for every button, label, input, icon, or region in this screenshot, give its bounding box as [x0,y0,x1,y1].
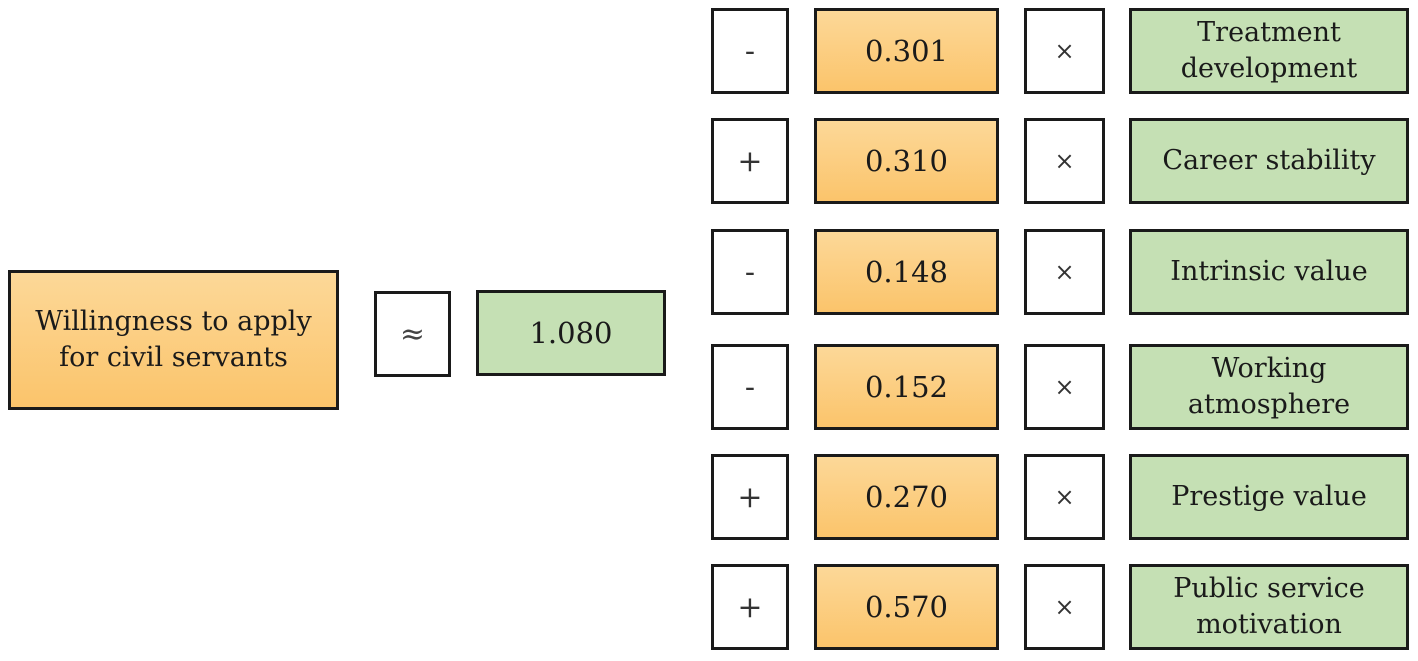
term-times-box: × [1024,344,1105,430]
term-sign: + [737,143,763,179]
term-times-box: × [1024,454,1105,540]
term-coefficient-box: 0.148 [814,229,999,315]
term-variable: Treatment development [1180,17,1358,84]
term-coefficient-box: 0.570 [814,564,999,650]
term-coefficient-box: 0.301 [814,8,999,94]
term-variable-box: Intrinsic value [1129,229,1409,315]
times-symbol: × [1054,147,1075,175]
term-variable: Working atmosphere [1187,353,1351,420]
term-variable-box: Prestige value [1129,454,1409,540]
constant-value: 1.080 [529,316,613,350]
term-sign-box: - [711,8,789,94]
term-variable-box: Working atmosphere [1129,344,1409,430]
term-coefficient: 0.301 [864,34,949,68]
term-sign: - [744,33,756,69]
term-times-box: × [1024,118,1105,204]
term-sign: + [737,589,763,625]
times-symbol: × [1054,483,1075,511]
term-times-box: × [1024,229,1105,315]
term-coefficient: 0.570 [864,590,949,624]
term-coefficient: 0.152 [864,370,949,404]
term-sign-box: + [711,118,789,204]
term-sign: - [744,254,756,290]
term-sign-box: + [711,454,789,540]
term-sign-box: - [711,344,789,430]
term-sign: - [744,369,756,405]
term-sign-box: + [711,564,789,650]
term-coefficient: 0.270 [864,480,949,514]
term-times-box: × [1024,8,1105,94]
approx-symbol: ≈ [399,316,426,352]
term-variable: Public service motivation [1173,573,1365,640]
constant-box: 1.080 [476,290,666,376]
term-variable: Intrinsic value [1170,256,1368,288]
dependent-variable-label: Willingness to apply for civil servants [35,306,312,373]
term-variable-box: Career stability [1129,118,1409,204]
times-symbol: × [1054,593,1075,621]
approx-symbol-box: ≈ [374,291,451,377]
term-variable: Prestige value [1171,481,1367,513]
term-variable: Career stability [1162,145,1376,177]
term-coefficient: 0.310 [864,144,949,178]
times-symbol: × [1054,373,1075,401]
times-symbol: × [1054,258,1075,286]
term-coefficient: 0.148 [864,255,949,289]
times-symbol: × [1054,37,1075,65]
dependent-variable-box: Willingness to apply for civil servants [8,270,339,410]
term-times-box: × [1024,564,1105,650]
term-coefficient-box: 0.152 [814,344,999,430]
term-sign: + [737,479,763,515]
term-coefficient-box: 0.270 [814,454,999,540]
term-sign-box: - [711,229,789,315]
term-variable-box: Treatment development [1129,8,1409,94]
term-variable-box: Public service motivation [1129,564,1409,650]
term-coefficient-box: 0.310 [814,118,999,204]
